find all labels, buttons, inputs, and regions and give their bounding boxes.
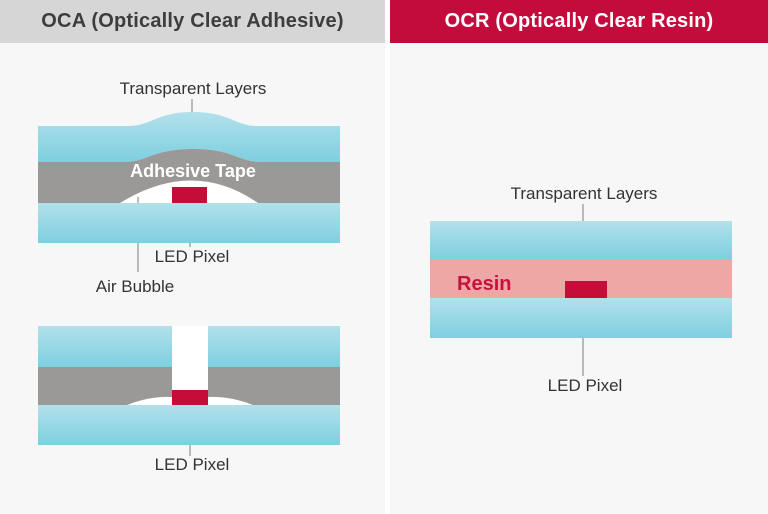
- bottom-transparent-layer: [430, 298, 732, 338]
- oca-panel: OCA (Optically Clear Adhesive) Transpare…: [0, 0, 385, 514]
- led-pixel-label: LED Pixel: [155, 247, 230, 266]
- led-pixel-rect: [172, 390, 208, 405]
- oca-diagrams: Transparent Layers Adhesive Tape: [38, 79, 340, 474]
- oca-panel-body: Transparent Layers Adhesive Tape: [0, 43, 385, 514]
- bottom-transparent-layer: [38, 405, 340, 445]
- top-transparent-layer-right: [208, 326, 340, 367]
- ocr-panel: OCR (Optically Clear Resin) Transparent …: [390, 0, 768, 514]
- top-transparent-layer: [38, 112, 340, 162]
- adhesive-tape-label: Adhesive Tape: [130, 161, 256, 181]
- resin-label: Resin: [457, 273, 511, 295]
- transparent-layers-label: Transparent Layers: [120, 79, 267, 98]
- oca-header: OCA (Optically Clear Adhesive): [0, 0, 385, 43]
- led-pixel-rect: [565, 281, 607, 298]
- led-pixel-label: LED Pixel: [155, 455, 230, 474]
- top-transparent-layer-left: [38, 326, 172, 367]
- oca-bubble-diagram: Transparent Layers Adhesive Tape: [38, 79, 340, 296]
- led-pixel-rect: [172, 187, 207, 203]
- ocr-header-title: OCR (Optically Clear Resin): [444, 10, 714, 32]
- bottom-transparent-layer: [38, 203, 340, 243]
- air-sliver-right: [208, 396, 253, 405]
- air-sliver-left: [127, 396, 172, 405]
- air-bubble-label: Air Bubble: [96, 277, 174, 296]
- ocr-diagram: Transparent Layers Resin LED Pixel: [430, 184, 732, 395]
- oca-gap-diagram: LED Pixel: [38, 326, 340, 474]
- adhesive-tape-layer: [38, 149, 340, 203]
- oca-header-title: OCA (Optically Clear Adhesive): [41, 10, 344, 32]
- led-pixel-label: LED Pixel: [548, 376, 623, 395]
- ocr-header: OCR (Optically Clear Resin): [390, 0, 768, 43]
- panel-divider: [385, 0, 390, 514]
- transparent-layers-label: Transparent Layers: [511, 184, 658, 203]
- top-transparent-layer: [430, 221, 732, 259]
- ocr-panel-body: Transparent Layers Resin LED Pixel: [390, 43, 768, 514]
- ocr-resin-diagram: Transparent Layers Resin LED Pixel: [430, 184, 732, 395]
- air-gap-slot: [172, 326, 208, 390]
